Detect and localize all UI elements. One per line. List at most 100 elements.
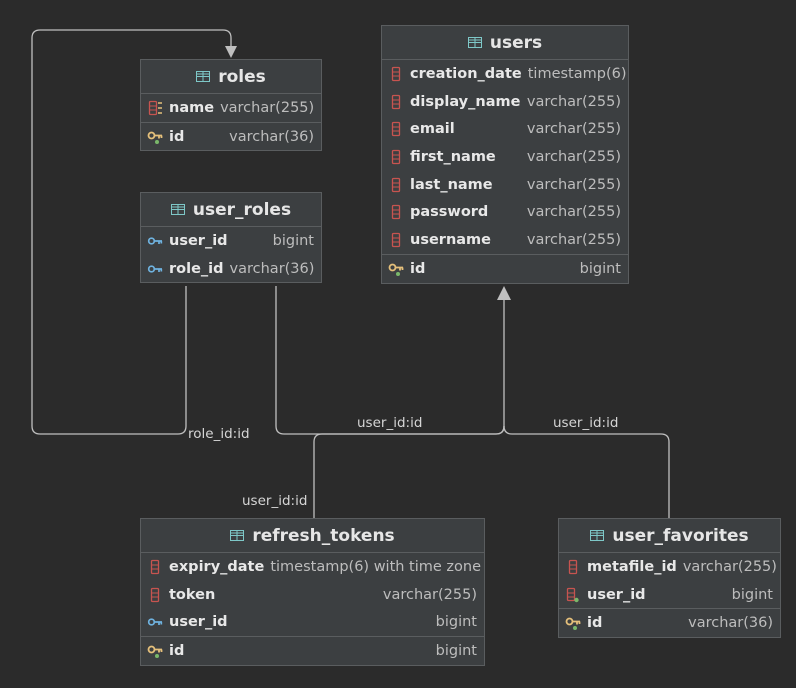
column-type: varchar(255) xyxy=(526,93,621,110)
column-name: token xyxy=(169,586,216,603)
column-icon xyxy=(565,559,581,575)
foreign-key-icon xyxy=(147,614,163,630)
column-type: bigint xyxy=(435,614,477,631)
column-type: varchar(255) xyxy=(526,148,621,165)
column-name: id xyxy=(587,615,603,632)
edge-label: user_id:id xyxy=(242,493,308,509)
arrowhead-users xyxy=(497,286,511,300)
table-header: roles xyxy=(141,60,321,94)
edge-user-favorites-to-users xyxy=(503,425,670,518)
column-type: varchar(255) xyxy=(682,558,777,575)
table-icon xyxy=(230,530,245,541)
column-row[interactable]: metafile_id varchar(255) xyxy=(559,553,780,581)
column-row[interactable]: name varchar(255) xyxy=(141,94,321,122)
column-row[interactable]: id bigint xyxy=(382,253,628,283)
foreign-key-icon xyxy=(147,261,163,277)
column-icon xyxy=(147,587,163,603)
edge-refresh-tokens-to-users xyxy=(313,425,505,518)
column-name: email xyxy=(410,121,455,138)
edge-user-roles-to-roles xyxy=(31,29,232,435)
primary-key-icon xyxy=(147,643,163,659)
column-name: id xyxy=(169,642,185,659)
column-type: varchar(255) xyxy=(526,204,621,221)
table-icon xyxy=(467,37,482,48)
column-name: id xyxy=(169,128,185,145)
foreign-key-icon xyxy=(147,233,163,249)
column-name: role_id xyxy=(169,260,224,277)
column-type: varchar(255) xyxy=(220,99,315,116)
table-title: users xyxy=(489,32,543,53)
column-name: creation_date xyxy=(410,65,522,82)
column-type: bigint xyxy=(272,232,314,249)
table-title: refresh_tokens xyxy=(252,525,395,546)
column-type: varchar(255) xyxy=(382,586,477,603)
column-icon xyxy=(388,149,404,165)
table-header: user_favorites xyxy=(559,519,780,553)
primary-key-icon xyxy=(565,615,581,631)
table-title: roles xyxy=(218,66,266,87)
indexed-column-icon xyxy=(565,587,581,603)
column-name: display_name xyxy=(410,93,521,110)
index-column-icon xyxy=(147,100,163,116)
table-title: user_roles xyxy=(192,199,292,220)
column-name: last_name xyxy=(410,176,493,193)
column-name: expiry_date xyxy=(169,558,265,575)
column-name: first_name xyxy=(410,148,496,165)
column-type: varchar(255) xyxy=(526,231,621,248)
column-name: metafile_id xyxy=(587,558,677,575)
column-row[interactable]: user_id bigint xyxy=(141,608,484,636)
column-type: varchar(36) xyxy=(229,128,314,145)
column-row[interactable]: id bigint xyxy=(141,636,484,665)
column-row[interactable]: token varchar(255) xyxy=(141,581,484,609)
column-type: varchar(255) xyxy=(526,176,621,193)
primary-key-icon xyxy=(147,129,163,145)
column-name: user_id xyxy=(169,614,228,631)
column-row[interactable]: expiry_date timestamp(6) with time zone xyxy=(141,553,484,581)
primary-key-icon xyxy=(388,261,404,277)
column-name: password xyxy=(410,204,489,221)
table-icon xyxy=(196,71,211,82)
edge-label: role_id:id xyxy=(188,426,250,442)
edge-user-roles-to-users xyxy=(275,286,505,435)
column-icon xyxy=(388,66,404,82)
edge-label: user_id:id xyxy=(553,415,619,431)
column-type: bigint xyxy=(435,642,477,659)
column-row[interactable]: email varchar(255) xyxy=(382,115,628,143)
column-name: user_id xyxy=(169,232,228,249)
column-type: timestamp(6) with time zone xyxy=(270,558,482,575)
arrowhead-roles xyxy=(225,46,237,58)
table-header: refresh_tokens xyxy=(141,519,484,553)
column-type: bigint xyxy=(579,260,621,277)
table-icon xyxy=(590,530,605,541)
column-type: varchar(36) xyxy=(688,615,773,632)
column-icon xyxy=(147,559,163,575)
column-row[interactable]: last_name varchar(255) xyxy=(382,171,628,199)
column-type: bigint xyxy=(731,586,773,603)
column-icon xyxy=(388,177,404,193)
table-user-favorites[interactable]: user_favorites metafile_id varchar(255) u… xyxy=(558,518,781,639)
column-row[interactable]: username varchar(255) xyxy=(382,226,628,254)
column-row[interactable]: id varchar(36) xyxy=(559,608,780,637)
table-roles[interactable]: roles name varchar(255) id varchar(36) xyxy=(140,59,322,152)
table-header: users xyxy=(382,26,628,60)
column-name: id xyxy=(410,260,426,277)
column-icon xyxy=(388,232,404,248)
column-icon xyxy=(388,204,404,220)
column-row[interactable]: id varchar(36) xyxy=(141,121,321,151)
edge-label: user_id:id xyxy=(357,415,423,431)
column-row[interactable]: password varchar(255) xyxy=(382,198,628,226)
column-row[interactable]: first_name varchar(255) xyxy=(382,143,628,171)
column-name: name xyxy=(169,99,215,116)
column-row[interactable]: user_id bigint xyxy=(141,227,321,255)
column-row[interactable]: display_name varchar(255) xyxy=(382,88,628,116)
column-type: varchar(255) xyxy=(526,121,621,138)
column-name: username xyxy=(410,231,491,248)
table-icon xyxy=(170,204,185,215)
table-refresh-tokens[interactable]: refresh_tokens expiry_date timestamp(6) w… xyxy=(140,518,485,666)
